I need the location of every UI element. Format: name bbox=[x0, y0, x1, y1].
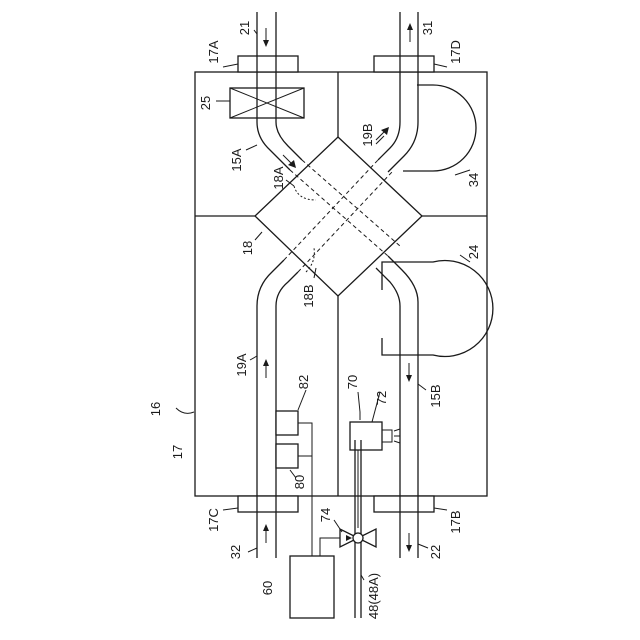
label-22: 22 bbox=[428, 545, 443, 559]
flange-17a bbox=[238, 56, 298, 72]
label-82: 82 bbox=[296, 375, 311, 389]
label-48-48a: 48(48A) bbox=[366, 573, 381, 619]
label-24: 24 bbox=[466, 245, 481, 259]
flange-17d bbox=[374, 56, 434, 72]
controller-60 bbox=[290, 556, 334, 618]
label-80: 80 bbox=[292, 475, 307, 489]
label-34: 34 bbox=[466, 173, 481, 187]
fan-24 bbox=[382, 261, 493, 357]
fan-34 bbox=[403, 85, 476, 171]
label-15a: 15A bbox=[229, 148, 244, 171]
label-74: 74 bbox=[318, 508, 333, 522]
label-17a: 17A bbox=[206, 40, 221, 63]
duct-15b-right-wall bbox=[388, 256, 418, 558]
label-19b: 19B bbox=[360, 123, 375, 146]
label-18b: 18B bbox=[301, 284, 316, 307]
valve-control-line bbox=[320, 538, 340, 556]
sensor-82 bbox=[276, 411, 298, 435]
label-31: 31 bbox=[420, 21, 435, 35]
label-72: 72 bbox=[374, 391, 389, 405]
label-17d: 17D bbox=[448, 40, 463, 64]
label-18: 18 bbox=[240, 241, 255, 255]
label-16: 16 bbox=[148, 402, 163, 416]
valve-74-actuator bbox=[353, 533, 363, 543]
label-17c: 17C bbox=[206, 508, 221, 532]
label-17: 17 bbox=[170, 445, 185, 459]
sensor-72-emitter bbox=[382, 429, 400, 443]
flange-17c bbox=[238, 496, 298, 512]
duct-15b-left-wall bbox=[376, 268, 400, 558]
duct-19b-left-wall bbox=[378, 12, 400, 160]
label-17b: 17B bbox=[448, 510, 463, 533]
label-60: 60 bbox=[260, 581, 275, 595]
flange-17b bbox=[374, 496, 434, 512]
label-15b: 15B bbox=[428, 384, 443, 407]
label-25: 25 bbox=[198, 96, 213, 110]
duct-19b-right-wall bbox=[388, 12, 418, 172]
sensor-80 bbox=[276, 444, 298, 468]
duct-15a-right-wall bbox=[276, 12, 302, 160]
duct-19a-left-wall bbox=[257, 260, 284, 558]
label-32: 32 bbox=[228, 545, 243, 559]
label-19a: 19A bbox=[234, 353, 249, 376]
label-18a: 18A bbox=[271, 166, 286, 189]
label-70: 70 bbox=[345, 375, 360, 389]
label-21: 21 bbox=[237, 21, 252, 35]
